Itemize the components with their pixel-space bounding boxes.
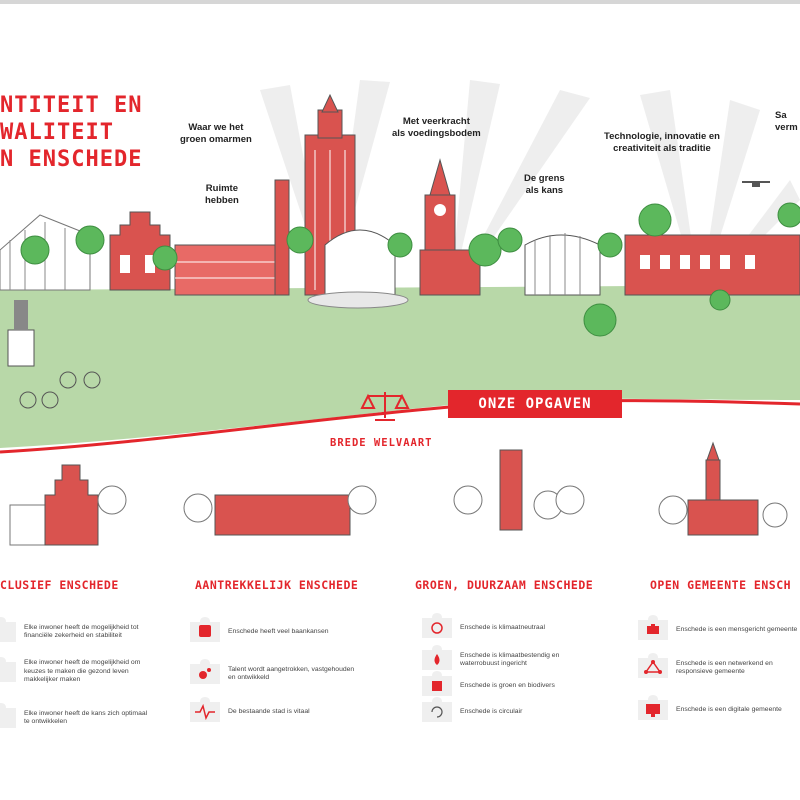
item-text: Talent wordt aangetrokken, vastgehouden …	[228, 665, 355, 682]
top-border	[0, 0, 800, 4]
caption-ruimte: Ruimte hebben	[205, 183, 239, 207]
puzzle-piece	[0, 656, 18, 688]
list-item: Enschede is klimaatneutraal	[420, 612, 590, 644]
caption-technologie-text: Technologie, innovatie en creativiteit a…	[604, 131, 720, 154]
item-text: Elke inwoner heeft de mogelijkheid om ke…	[24, 659, 141, 684]
illustration-inclusief	[9, 464, 127, 546]
climate-icon	[420, 612, 454, 644]
illustration-groen	[453, 449, 585, 531]
screen-icon	[636, 694, 670, 726]
item-text: Enschede is klimaatbestendig en waterrob…	[460, 651, 560, 668]
puzzle-piece	[0, 702, 18, 734]
red-wave-line	[0, 399, 800, 454]
caption-groen: Waar we het groen omarmen	[180, 122, 252, 146]
column-title-groen: GROEN, DUURZAAM ENSCHEDE	[415, 578, 594, 592]
pulse-icon	[188, 696, 222, 728]
statue	[7, 300, 35, 367]
item-text: Enschede is een mensgericht gemeente	[676, 625, 798, 633]
caption-grens-text: De grens als kans	[524, 173, 565, 196]
item-text: Elke inwoner heeft de kans zich optimaal…	[24, 709, 148, 726]
title-line-3: N ENSCHEDE	[0, 147, 143, 172]
column-title-aantrekkelijk: AANTREKKELIJK ENSCHEDE	[195, 578, 359, 592]
green-field	[0, 285, 800, 448]
item-text: Enschede is circulair	[460, 707, 523, 715]
item-text: Enschede is een digitale gemeente	[676, 705, 782, 713]
illustration-aantrekkelijk	[183, 485, 377, 536]
caption-sa-text: Sa verm	[775, 110, 798, 133]
illustration-open-gemeente	[658, 441, 788, 536]
caption-sa: Sa verm	[775, 110, 798, 134]
caption-groen-text: Waar we het groen omarmen	[180, 122, 252, 145]
item-text: Enschede heeft veel baankansen	[228, 627, 329, 635]
circular-icon	[420, 696, 454, 728]
water-drop-icon	[420, 644, 454, 676]
gabled-house	[109, 211, 171, 291]
list-item: Elke inwoner heeft de mogelijkheid tot f…	[0, 616, 154, 648]
caption-veerkracht-text: Met veerkracht als voedingsbodem	[392, 116, 481, 139]
balance-scale-icon	[360, 392, 410, 421]
list-item: Elke inwoner heeft de kans zich optimaal…	[0, 702, 154, 734]
page-title: NTITEIT EN WALITEIT N ENSCHEDE	[0, 92, 142, 173]
caption-grens: De grens als kans	[524, 173, 565, 197]
list-item: Enschede is een digitale gemeente	[636, 694, 800, 726]
cyclists	[19, 371, 101, 409]
item-text: Enschede is een netwerkend en responsiev…	[676, 659, 773, 676]
item-text: Enschede is klimaatneutraal	[460, 623, 546, 631]
network-icon	[636, 652, 670, 684]
title-line-2: WALITEIT	[0, 120, 114, 145]
caption-ruimte-text: Ruimte hebben	[205, 183, 239, 206]
biodiversity-icon	[420, 670, 454, 702]
church-tower	[419, 158, 481, 296]
drone-icon	[742, 181, 770, 187]
list-item: Enschede is een netwerkend en responsiev…	[636, 652, 800, 684]
item-text: Elke inwoner heeft de mogelijkheid tot f…	[24, 623, 139, 640]
list-item: Enschede is klimaatbestendig en waterrob…	[420, 644, 590, 676]
list-item: Enschede is circulair	[420, 696, 590, 728]
list-item: Enschede is een mensgericht gemeente	[636, 614, 800, 646]
caption-veerkracht: Met veerkracht als voedingsbodem	[392, 116, 481, 140]
list-item: Enschede heeft veel baankansen	[188, 616, 358, 648]
list-item: De bestaande stad is vitaal	[188, 696, 358, 728]
title-line-1: NTITEIT EN	[0, 93, 143, 118]
column-title-inclusief: CLUSIEF ENSCHEDE	[0, 578, 119, 592]
item-text: De bestaande stad is vitaal	[228, 707, 310, 715]
arena	[524, 233, 601, 296]
list-item: Talent wordt aangetrokken, vastgehouden …	[188, 658, 358, 690]
list-item: Enschede is groen en biodivers	[420, 670, 590, 702]
factory-building	[624, 234, 800, 296]
caption-technologie: Technologie, innovatie en creativiteit a…	[604, 131, 720, 155]
brede-welvaart-label: BREDE WELVAART	[330, 437, 433, 449]
column-title-open-gemeente: OPEN GEMEENTE ENSCH	[650, 578, 792, 592]
talent-icon	[188, 658, 222, 690]
train-icon	[188, 616, 222, 648]
item-text: Enschede is groen en biodivers	[460, 681, 555, 689]
trees	[20, 202, 800, 337]
puzzle-piece	[0, 616, 18, 648]
list-item: Elke inwoner heeft de mogelijkheid om ke…	[0, 656, 154, 688]
glass-building	[174, 244, 276, 296]
onze-opgaven-banner: ONZE OPGAVEN	[448, 390, 622, 418]
hands-icon	[636, 614, 670, 646]
